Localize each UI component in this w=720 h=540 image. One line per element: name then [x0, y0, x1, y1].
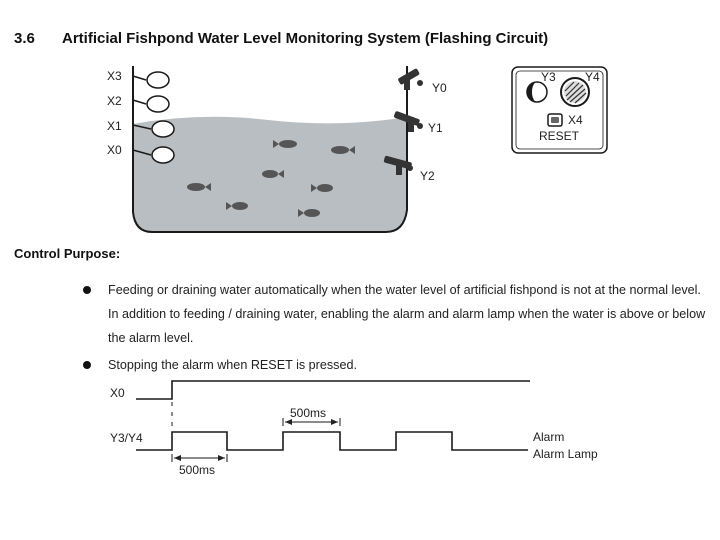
reset-button-icon — [547, 113, 563, 127]
panel-alarm-label: Y4 — [585, 70, 600, 84]
float-sensor-x2 — [132, 95, 170, 113]
sensor-label-x0: X0 — [107, 143, 122, 157]
panel-lamp-label: Y3 — [541, 70, 556, 84]
pulse-width-bottom-label: 500ms — [179, 463, 216, 477]
bullet-marker — [83, 286, 91, 294]
fish-group — [187, 140, 355, 217]
alarm-buzzer-icon — [560, 77, 590, 107]
bullet-text-1: Feeding or draining water automatically … — [108, 283, 706, 345]
valve-label-y0: Y0 — [432, 81, 447, 95]
fish-icon — [262, 170, 284, 178]
section-title: Artificial Fishpond Water Level Monitori… — [62, 30, 549, 47]
panel-reset-label: RESET — [539, 129, 580, 143]
valve-y1 — [393, 111, 423, 132]
valve-label-y1: Y1 — [428, 121, 443, 135]
fish-icon — [187, 183, 211, 191]
float-sensor-x3 — [132, 71, 170, 89]
valve-y2 — [383, 155, 413, 175]
timing-diagram — [136, 380, 530, 462]
y3y4-signal-trace — [136, 431, 528, 451]
pulse-width-top-label: 500ms — [290, 406, 327, 420]
legend-alarm-label: Alarm — [533, 430, 565, 444]
fish-icon — [273, 140, 297, 148]
pond-tank-outline — [132, 66, 408, 233]
fish-icon — [226, 202, 248, 210]
fish-icon — [298, 209, 320, 217]
control-panel — [511, 66, 608, 154]
timing-input-label: X0 — [110, 386, 125, 400]
fish-icon — [331, 146, 355, 154]
sensor-label-x3: X3 — [107, 69, 122, 83]
dimension-top — [282, 418, 341, 426]
timing-output-label: Y3/Y4 — [110, 431, 143, 445]
sensor-label-x1: X1 — [107, 119, 122, 133]
float-sensor-x1 — [132, 120, 175, 138]
section-heading: 3.6 Artificial Fishpond Water Level Monit… — [14, 30, 548, 47]
sensor-label-x2: X2 — [107, 94, 122, 108]
float-sensor-x0 — [132, 146, 175, 164]
legend-alarm-lamp-label: Alarm Lamp — [533, 447, 598, 461]
valve-y0 — [398, 68, 423, 90]
control-purpose-title: Control Purpose: — [14, 246, 121, 261]
lamp-icon — [526, 81, 548, 103]
valve-label-y2: Y2 — [420, 169, 435, 183]
fish-icon — [311, 184, 333, 192]
dimension-bottom — [171, 454, 228, 462]
bullet-text-2: Stopping the alarm when RESET is pressed… — [108, 358, 357, 372]
fishpond-illustration — [132, 66, 423, 233]
panel-button-label: X4 — [568, 113, 583, 127]
section-number: 3.6 — [14, 30, 35, 47]
bullet-marker — [83, 361, 91, 369]
x0-signal-trace — [136, 380, 530, 400]
